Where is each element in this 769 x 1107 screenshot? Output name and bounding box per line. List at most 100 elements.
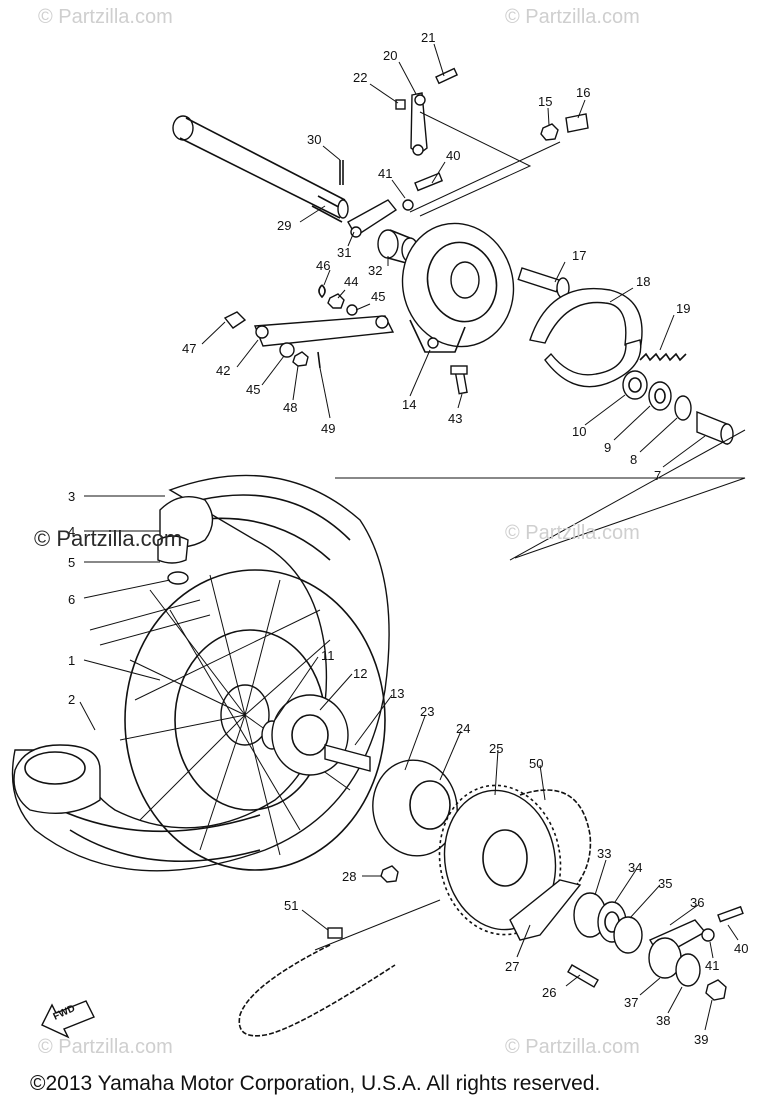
chain-joint-51 bbox=[327, 927, 343, 939]
collar-35 bbox=[613, 916, 643, 954]
rear-sprocket-25 bbox=[438, 784, 562, 936]
seal-16 bbox=[565, 113, 589, 133]
callout-39: 39 bbox=[694, 1032, 708, 1047]
callout-30: 30 bbox=[307, 132, 321, 147]
callout-38: 38 bbox=[656, 1013, 670, 1028]
callout-22: 22 bbox=[353, 70, 367, 85]
callout-16: 16 bbox=[576, 85, 590, 100]
callout-46: 46 bbox=[316, 258, 330, 273]
brake-cam-lever-20 bbox=[395, 67, 459, 156]
callout-35: 35 bbox=[658, 876, 672, 891]
bolt-40-upper bbox=[402, 172, 444, 211]
clip-46 bbox=[318, 284, 326, 299]
cotter-pin-30 bbox=[339, 160, 344, 185]
camshaft-17 bbox=[517, 267, 570, 299]
callout-13: 13 bbox=[390, 686, 404, 701]
ring-8 bbox=[674, 395, 692, 421]
bearing-10 bbox=[622, 370, 648, 400]
cotter-pin-49 bbox=[317, 351, 321, 369]
callout-11: 11 bbox=[321, 648, 335, 663]
callout-27: 27 bbox=[505, 959, 519, 974]
callout-12: 12 bbox=[353, 666, 367, 681]
callout-28: 28 bbox=[342, 869, 356, 884]
callout-numbers: 21 20 22 16 15 30 40 41 29 31 32 17 18 4… bbox=[68, 30, 748, 1047]
callout-10: 10 bbox=[572, 424, 586, 439]
callout-25: 25 bbox=[489, 741, 503, 756]
callout-45-upper: 45 bbox=[371, 289, 385, 304]
bolt-43 bbox=[450, 365, 468, 395]
callout-41-lower: 41 bbox=[705, 958, 719, 973]
brake-shoe-plate-14 bbox=[401, 222, 515, 353]
callout-9: 9 bbox=[604, 440, 611, 455]
callout-3: 3 bbox=[68, 489, 75, 504]
callout-21: 21 bbox=[421, 30, 435, 45]
washer-45-upper bbox=[346, 304, 358, 316]
callout-32: 32 bbox=[368, 263, 382, 278]
washer-38 bbox=[675, 953, 701, 987]
bolt-47 bbox=[223, 311, 247, 329]
callout-17: 17 bbox=[572, 248, 586, 263]
watermark-top-right: © Partzilla.com bbox=[505, 6, 640, 28]
watermark-bottom-right: © Partzilla.com bbox=[505, 1036, 640, 1058]
chain-adjuster-31 bbox=[347, 199, 398, 238]
watermark-bottom-left: © Partzilla.com bbox=[38, 1036, 173, 1058]
callout-2: 2 bbox=[68, 692, 75, 707]
spring-19 bbox=[639, 352, 687, 362]
callout-4: 4 bbox=[68, 524, 75, 539]
collar-13 bbox=[324, 744, 371, 772]
copyright-notice: ©2013 Yamaha Motor Corporation, U.S.A. A… bbox=[30, 1072, 601, 1095]
callout-41-upper: 41 bbox=[378, 166, 392, 181]
callout-43: 43 bbox=[448, 411, 462, 426]
callout-18: 18 bbox=[636, 274, 650, 289]
nut-39 bbox=[705, 979, 727, 1001]
callout-1: 1 bbox=[68, 653, 75, 668]
callout-29: 29 bbox=[277, 218, 291, 233]
bolt-26 bbox=[567, 964, 599, 988]
brake-shoe-set-18 bbox=[529, 287, 643, 388]
callout-24: 24 bbox=[456, 721, 470, 736]
bolt-40-lower bbox=[717, 905, 744, 923]
callout-23: 23 bbox=[420, 704, 434, 719]
callout-36: 36 bbox=[690, 895, 704, 910]
tension-bar-42 bbox=[253, 315, 395, 347]
watermark-mid-right: © Partzilla.com bbox=[505, 522, 640, 544]
callout-40-upper: 40 bbox=[446, 148, 460, 163]
assembly-lines bbox=[89, 111, 746, 951]
callout-26: 26 bbox=[542, 985, 556, 1000]
rear-axle-shaft bbox=[172, 115, 349, 223]
callout-leaders bbox=[79, 43, 739, 1031]
callout-47: 47 bbox=[182, 341, 196, 356]
forward-arrow-icon: FWD bbox=[41, 1000, 95, 1039]
chain-guard-27 bbox=[509, 879, 582, 941]
callout-37: 37 bbox=[624, 995, 638, 1010]
callout-44: 44 bbox=[344, 274, 358, 289]
callout-48: 48 bbox=[283, 400, 297, 415]
callout-49: 49 bbox=[321, 421, 335, 436]
watermark-mid-left: © Partzilla.com bbox=[34, 526, 183, 551]
oil-seal-9 bbox=[648, 381, 672, 411]
callout-15: 15 bbox=[538, 94, 552, 109]
callout-19: 19 bbox=[676, 301, 690, 316]
callout-33: 33 bbox=[597, 846, 611, 861]
callout-31: 31 bbox=[337, 245, 351, 260]
callout-40-lower: 40 bbox=[734, 941, 748, 956]
watermark-top-left: © Partzilla.com bbox=[38, 6, 173, 28]
callout-50: 50 bbox=[529, 756, 543, 771]
bolt-28 bbox=[380, 865, 399, 883]
sprocket-hub-23 bbox=[372, 759, 458, 857]
nut-15 bbox=[540, 123, 559, 141]
nut-44 bbox=[327, 293, 345, 309]
washer-41-lower bbox=[701, 928, 715, 942]
nut-45-lower bbox=[279, 342, 295, 358]
callout-45-lower: 45 bbox=[246, 382, 260, 397]
callout-5: 5 bbox=[68, 555, 75, 570]
callout-51: 51 bbox=[284, 898, 298, 913]
callout-14: 14 bbox=[402, 397, 416, 412]
callout-20: 20 bbox=[383, 48, 397, 63]
callout-6: 6 bbox=[68, 592, 75, 607]
callout-42: 42 bbox=[216, 363, 230, 378]
callout-8: 8 bbox=[630, 452, 637, 467]
rear-wheel-assembly bbox=[11, 474, 390, 872]
callout-7: 7 bbox=[654, 468, 661, 483]
